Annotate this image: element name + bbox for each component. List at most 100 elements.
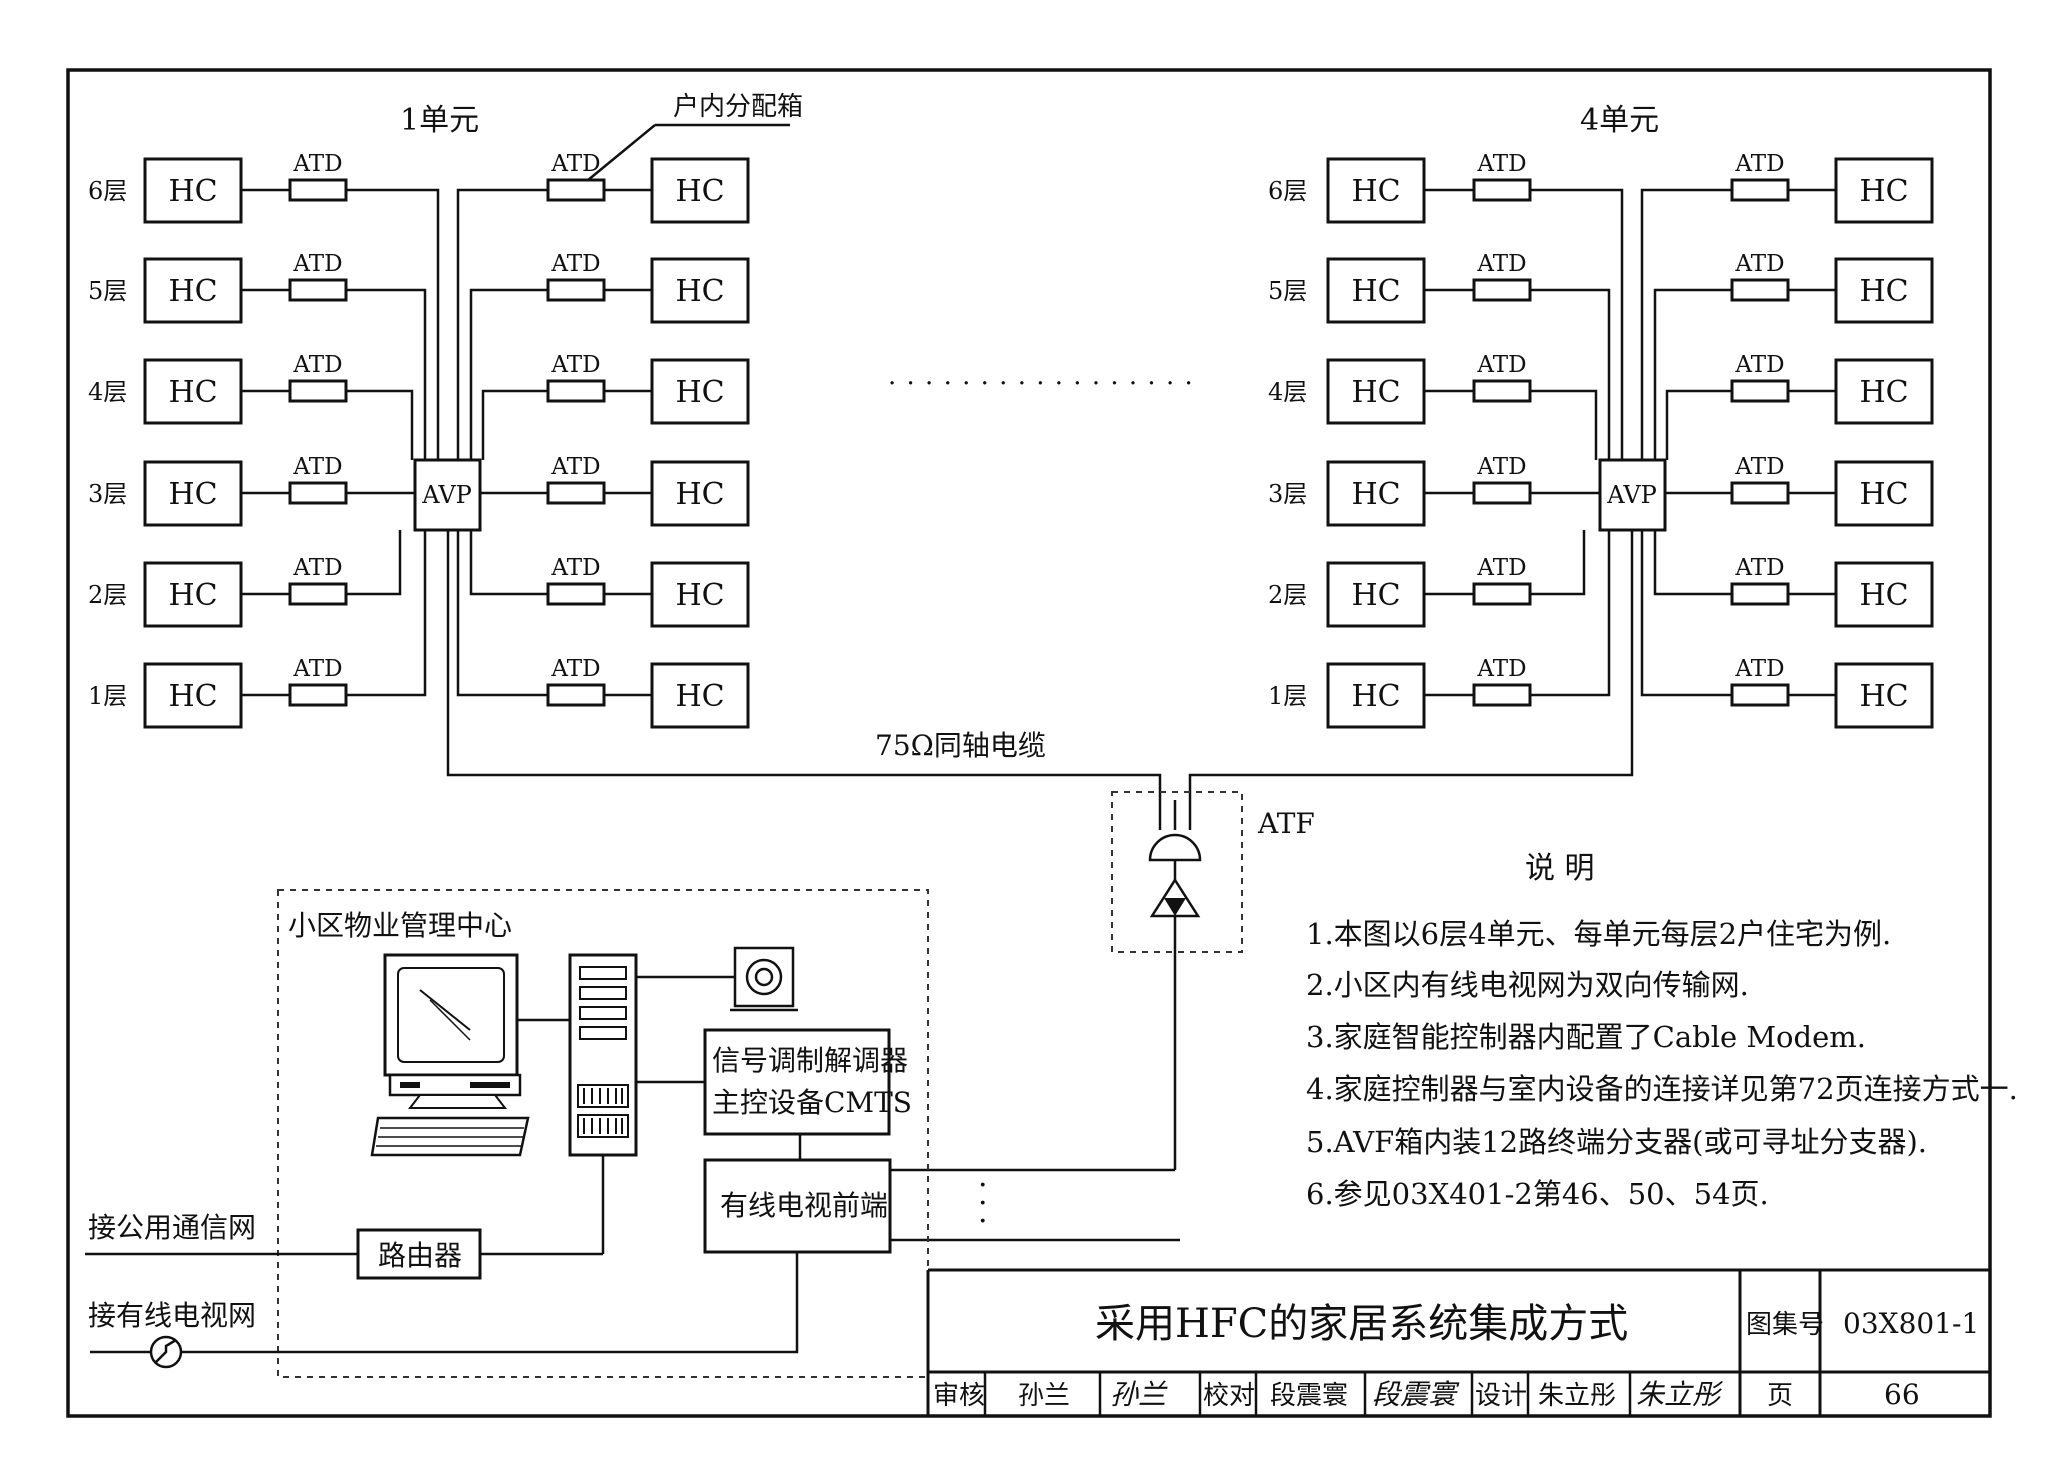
hc-box	[143, 257, 243, 324]
review-label: 审核	[933, 1381, 985, 1411]
atd-box	[288, 178, 348, 202]
atlas-no-label: 图集号	[1746, 1310, 1824, 1340]
floor-label: 5层	[88, 277, 127, 305]
atd-label: ATD	[1734, 656, 1784, 682]
unit-4-floor-labels: 6层 5层 4层 3层 2层 1层	[1268, 177, 1307, 710]
grounding-symbol-icon	[149, 1335, 183, 1369]
hc-box	[143, 561, 243, 628]
hc-label: HC	[675, 477, 724, 512]
hc-label: HC	[675, 174, 724, 209]
unit-4-left-column: HC ATD HC ATD HC ATD HC ATD HC ATD HC AT…	[1326, 151, 1624, 729]
hc-label: HC	[1859, 375, 1908, 410]
atd-label: ATD	[292, 555, 342, 581]
title-block	[926, 1268, 1990, 1416]
floor-label: 6层	[1268, 177, 1307, 205]
check-label: 校对	[1203, 1381, 1255, 1411]
computer-icon	[370, 953, 530, 1157]
atd-box	[288, 278, 348, 302]
cmts-label-line1: 信号调制解调器	[712, 1044, 908, 1077]
hc-box	[143, 157, 243, 224]
notes-heading: 说 明	[1525, 851, 1595, 886]
designer-signature: 朱立彤	[1636, 1378, 1724, 1411]
floor-label: 4层	[1268, 378, 1307, 406]
atd-box	[288, 379, 348, 403]
avp-box	[1598, 458, 1667, 532]
leader-line	[581, 124, 656, 186]
atd-label: ATD	[292, 656, 342, 682]
note-item: 6.参见03X401-2第46、50、54页.	[1306, 1177, 1769, 1211]
hc-label: HC	[675, 274, 724, 309]
atlas-no: 03X801-1	[1843, 1307, 1979, 1340]
drawing-title: 采用HFC的家居系统集成方式	[1095, 1301, 1628, 1347]
hc-label: HC	[675, 578, 724, 613]
unit-1-floor-labels: 6层 5层 4层 3层 2层 1层	[88, 177, 127, 710]
floor-label: 2层	[88, 581, 127, 609]
atd-label: ATD	[550, 251, 600, 277]
atd-label: ATD	[1734, 352, 1784, 378]
hc-label: HC	[675, 679, 724, 714]
headend-box	[703, 1158, 892, 1254]
atd-box	[288, 582, 348, 606]
atd-label: ATD	[292, 251, 342, 277]
atd-label: ATD	[1734, 151, 1784, 177]
server-tower-icon	[568, 953, 638, 1157]
management-center-enclosure	[277, 889, 929, 1378]
drawing-frame	[66, 68, 1992, 1418]
note-item: 2.小区内有线电视网为双向传输网.	[1306, 968, 1749, 1002]
headend-label: 有线电视前端	[720, 1189, 888, 1222]
design-label: 设计	[1475, 1381, 1527, 1411]
hc-label: HC	[1351, 679, 1400, 714]
unit-1-left-column: HC ATD HC ATD HC ATD HC ATD HC ATD	[143, 151, 440, 729]
catv-network-label: 接有线电视网	[88, 1299, 256, 1332]
floor-label: 3层	[88, 480, 127, 508]
atd-box	[288, 683, 348, 707]
hc-label: HC	[1859, 274, 1908, 309]
avp-box	[413, 458, 482, 532]
note-item: 1.本图以6层4单元、每单元每层2户住宅为例.	[1306, 917, 1891, 951]
checker-signature: 段震寰	[1372, 1378, 1460, 1411]
atd-label: ATD	[1476, 352, 1526, 378]
router-box	[356, 1228, 482, 1280]
checker-name: 段震寰	[1270, 1381, 1348, 1411]
hc-label: HC	[168, 375, 217, 410]
hc-label: HC	[1859, 174, 1908, 209]
headend-to-catv	[90, 1252, 799, 1354]
atd-label: ATD	[550, 454, 600, 480]
atd-box	[288, 481, 348, 505]
atd-label: ATD	[1476, 151, 1526, 177]
cmts-label-line2: 主控设备CMTS	[712, 1086, 912, 1119]
headend-ellipsis-2: ·	[978, 1186, 988, 1221]
avp-label: AVP	[1606, 481, 1657, 509]
headend-ellipsis-3: ·	[978, 1204, 988, 1239]
page-number: 66	[1884, 1378, 1920, 1411]
floor-label: 4层	[88, 378, 127, 406]
distribution-box-label: 户内分配箱	[673, 92, 803, 122]
hc-label: HC	[168, 174, 217, 209]
trunk-cable-right	[1188, 530, 1634, 805]
atd-label: ATD	[1476, 656, 1526, 682]
hc-label: HC	[168, 679, 217, 714]
atd-label: ATD	[1476, 454, 1526, 480]
unit-1-label: 1单元	[400, 103, 479, 138]
reviewer-name: 孙兰	[1018, 1381, 1070, 1411]
headend-ellipsis-1: ·	[978, 1168, 988, 1203]
atf-label: ATF	[1257, 807, 1315, 840]
splitter-symbol	[1148, 833, 1202, 862]
reviewer-signature: 孙兰	[1110, 1378, 1168, 1411]
atd-label: ATD	[292, 151, 342, 177]
floor-label: 2层	[1268, 581, 1307, 609]
unit-4-right-column: ATD HC ATD HC ATD HC ATD HC ATD HC ATD H…	[1640, 151, 1934, 729]
amplifier-inner-triangle	[1164, 898, 1186, 916]
atd-label: ATD	[1734, 454, 1784, 480]
atd-label: ATD	[550, 656, 600, 682]
note-item: 4.家庭控制器与室内设备的连接详见第72页连接方式一.	[1306, 1072, 2018, 1106]
hc-label: HC	[1351, 375, 1400, 410]
units-ellipsis: · · · · · · · · · · · · · · · · ·	[888, 369, 1194, 399]
hc-label: HC	[1351, 578, 1400, 613]
atd-label: ATD	[1734, 251, 1784, 277]
trunk-cable-left	[446, 530, 1162, 805]
hc-label: HC	[1351, 174, 1400, 209]
hc-label: HC	[1859, 477, 1908, 512]
note-item: 3.家庭智能控制器内配置了Cable Modem.	[1306, 1020, 1866, 1054]
